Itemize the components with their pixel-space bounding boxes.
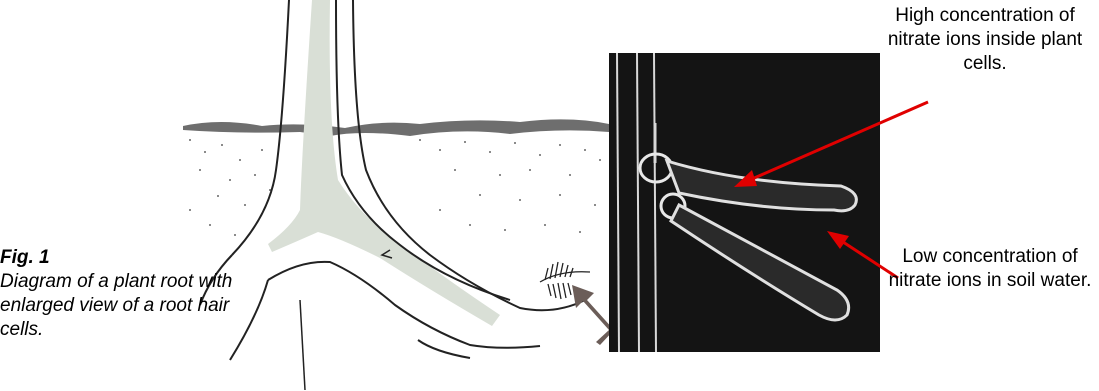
figure-label: Fig. 1 [0,246,240,270]
label-high-concentration: High concentration of nitrate ions insid… [880,4,1090,76]
figure-caption: Fig. 1 Diagram of a plant root with enla… [0,246,240,342]
label-low-concentration: Low concentration of nitrate ions in soi… [880,245,1099,293]
arrow-high [752,102,928,179]
figure-caption-text: Diagram of a plant root with enlarged vi… [0,270,240,342]
arrow-high-head [734,170,757,187]
arrow-low-head [827,231,849,249]
